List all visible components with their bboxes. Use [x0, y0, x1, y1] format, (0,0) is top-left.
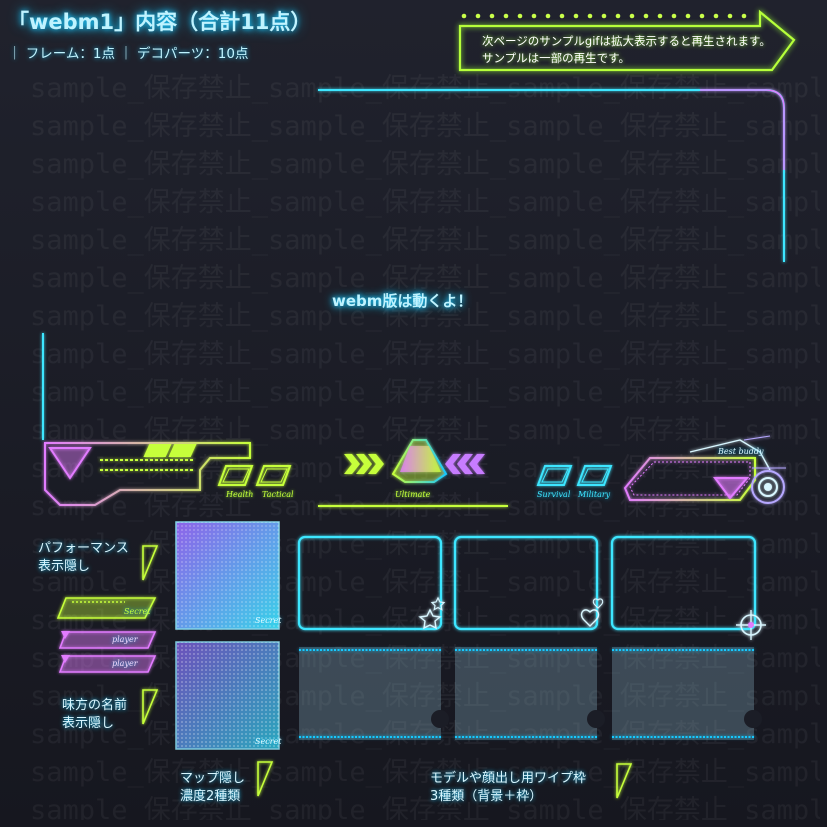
military-label: Military	[578, 490, 611, 499]
secret-label-tile-2: Secret	[255, 737, 282, 746]
secret-label-bar: Secret	[124, 607, 151, 616]
health-label: Health	[226, 490, 254, 499]
hud-ultimate	[344, 439, 485, 483]
performance-hide-label: パフォーマンス表示隠し	[38, 541, 129, 574]
left-parts	[56, 545, 633, 799]
wipe-backgrounds	[299, 647, 762, 740]
frame-top-line	[318, 89, 785, 262]
notice-text: 次ページのサンプルgifは拡大表示すると再生されます。サンプルは一部の再生です。	[482, 34, 771, 65]
player-label-2: player	[112, 659, 138, 668]
watermark-pattern: sample_保存禁止_sample_保存禁止_sample_保存禁止_samp…	[30, 73, 820, 820]
hud-right	[536, 435, 786, 504]
survival-label: Survival	[537, 490, 571, 499]
player-label-1: player	[112, 635, 138, 644]
webm-note: webm版は動くよ！	[332, 292, 473, 310]
ally-name-hide-label: 味方の名前表示隠し	[62, 698, 128, 731]
secret-label-tile-1: Secret	[255, 616, 282, 625]
tactical-label: Tactical	[262, 490, 294, 499]
hud-left	[44, 442, 292, 506]
map-hide-tiles	[175, 521, 280, 750]
map-hide-label: マップ隠し濃度2種類	[180, 771, 246, 804]
best-buddy-label: Best buddy	[718, 447, 764, 456]
notice-frame	[458, 9, 796, 72]
page-title: 「webm1」内容（合計11点）	[8, 10, 312, 34]
page-subtitle: ｜ フレーム：1点 ｜ デコパーツ：10点	[8, 46, 249, 62]
ultimate-label: Ultimate	[395, 490, 431, 499]
wipe-frames	[297, 535, 766, 640]
